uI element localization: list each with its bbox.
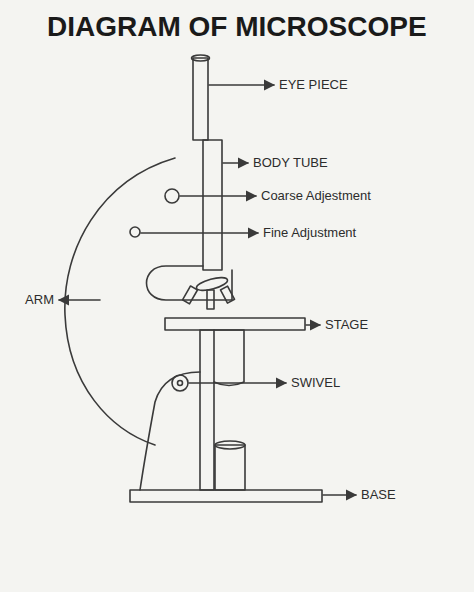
eyepiece-tube [193, 58, 208, 140]
leader-arrow [59, 299, 100, 301]
part-label: BASE [361, 488, 396, 502]
diagram-title: DIAGRAM OF MICROSCOPE [47, 12, 427, 43]
body-tube [203, 140, 222, 270]
part-label: BODY TUBE [253, 156, 328, 170]
part-label: Coarse Adjestment [261, 189, 371, 203]
eyepiece-cap [192, 55, 210, 61]
mirror-top [215, 441, 245, 449]
coarse-knob [165, 189, 179, 203]
objective-lens [220, 286, 234, 303]
leader-arrow [141, 232, 258, 234]
lower-body [140, 372, 200, 490]
mirror-holder [215, 445, 245, 490]
condenser [214, 330, 244, 386]
arm-holder [147, 266, 233, 300]
objective-lens [207, 290, 214, 309]
part-label: SWIVEL [291, 376, 340, 390]
part-label: EYE PIECE [279, 78, 348, 92]
objective-lens [183, 286, 198, 304]
part-label: Fine Adjustment [263, 226, 356, 240]
leader-arrow [223, 162, 248, 164]
arm-curve [65, 158, 175, 445]
leader-arrow [180, 195, 256, 197]
part-label: ARM [25, 293, 54, 307]
leader-arrow [323, 494, 356, 496]
fine-knob [130, 227, 140, 237]
stage-plate [165, 318, 305, 330]
pillar [200, 330, 214, 490]
leader-arrow [189, 382, 286, 384]
leader-arrow [306, 324, 320, 326]
base-plate [130, 490, 322, 502]
swivel-knob [172, 375, 188, 391]
leader-arrow [209, 84, 274, 86]
part-label: STAGE [325, 318, 368, 332]
swivel-pin [178, 381, 183, 386]
